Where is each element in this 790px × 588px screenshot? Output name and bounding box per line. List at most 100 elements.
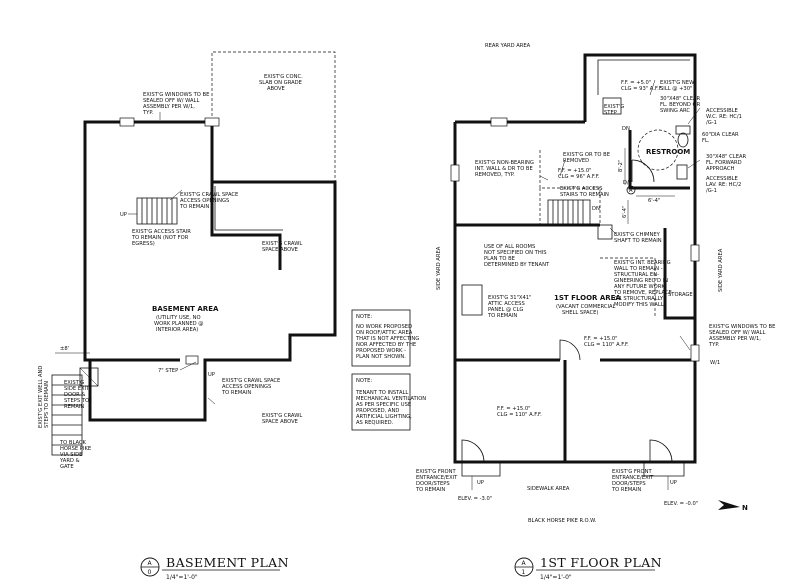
conc-slab-outline	[211, 51, 336, 182]
north-label: N	[742, 504, 748, 512]
rear-addition-wall	[583, 53, 697, 185]
ff-front: F.F. = +15.0" CLG = 110" A.F.F.	[497, 406, 542, 418]
step-note: 7" STEP	[158, 368, 178, 374]
front-steps-right	[643, 462, 685, 477]
dim-8-2: 8'-2"	[618, 160, 624, 172]
fl-label: FL.	[702, 138, 710, 144]
rooms-note: USE OF ALL ROOMS NOT SPECIFIED ON THIS P…	[484, 244, 550, 268]
access-stair-note: EXIST'G ACCESS STAIR TO REMAIN (NOT FOR …	[131, 229, 193, 247]
front-steps-left	[461, 462, 501, 477]
w1-label: W/1	[710, 360, 720, 366]
ff-rear: F.F. = +5.0" CLG = 93" A.F.F.	[621, 80, 663, 92]
basement-access-stair	[128, 197, 178, 225]
slab-note: EXIST'G CONC. SLAB ON GRADE ABOVE	[259, 74, 304, 92]
attic-note: EXIST'G 31"X41" ATTIC ACCESS PANEL @ CLG…	[487, 295, 533, 319]
side-yard-left: SIDE YARD AREA	[436, 246, 442, 290]
note-1-title: NOTE:	[356, 314, 372, 320]
elev-left: ELEV. = -3.0"	[458, 496, 492, 502]
elev-right: ELEV. = -0.0"	[664, 501, 698, 507]
row-label: BLACK HORSE PIKE R.O.W.	[528, 518, 597, 524]
removed-walls	[539, 150, 656, 318]
crawl-openings-note-bottom: EXIST'G CRAWL SPACE ACCESS OPENINGS TO R…	[221, 378, 282, 396]
int-bearing-note: EXIST'G INT. BEARING WALL TO REMAIN - ST…	[613, 260, 673, 308]
side-exit-stair	[51, 367, 99, 456]
ff-mid: F.F. = +15.0" CLG = 96" A.F.F.	[558, 168, 600, 180]
first-title-num-top: A	[522, 560, 527, 567]
window-right-2	[690, 244, 700, 262]
ff-right: F.F. = +15.0" CLG = 110" A.F.F.	[584, 336, 629, 348]
to-pike-note: TO BLACK HORSE PIKE VIA SIDE YARD & GATE	[59, 440, 93, 470]
basement-scale: 1/4"=1'-0"	[166, 574, 198, 581]
dn-label-2: DN	[592, 206, 600, 212]
notes: NOTE: NO WORK PROPOSED ON ROOF/ATTIC ARE…	[351, 309, 428, 431]
clear-floor-2: 60"DIA CLEAR	[702, 132, 739, 138]
basement-plan: EXIST'G WINDOWS TO BE SEALED OFF W/ WALL…	[38, 51, 337, 470]
first-title: 1ST FLOOR PLAN	[540, 555, 662, 570]
basement-title-block: A 0 BASEMENT PLAN 1/4"=1'-0"	[140, 555, 289, 581]
first-floor-area-title: 1ST FLOOR AREA	[554, 294, 621, 302]
dim-6-4-b: 6'-4"	[622, 206, 628, 218]
first-floor-stair	[547, 199, 591, 226]
non-bearing-note: EXIST'G NON-BEARING INT. WALL & DR TO BE…	[475, 160, 536, 178]
up-left: UP	[477, 480, 484, 486]
window-right-1	[690, 344, 700, 362]
crawl-space-wall-2	[214, 186, 283, 231]
side-yard-right: SIDE YARD AREA	[718, 248, 724, 292]
front-entrance-right: EXIST'G FRONT ENTRANCE/EXIT DOOR/STEPS T…	[611, 469, 655, 493]
or-removed-note: EXIST'G OR TO BE REMOVED	[563, 152, 612, 164]
front-door-left	[461, 439, 485, 463]
windows-note-right: EXIST'G WINDOWS TO BE SEALED OFF W/ WALL…	[708, 324, 777, 348]
first-floor-outer-wall	[453, 120, 697, 464]
basement-title: BASEMENT PLAN	[166, 555, 289, 570]
access-stairs-note: EXIST'G ACCESS STAIRS TO REMAIN	[560, 186, 609, 198]
basement-up-label: UP	[120, 212, 127, 218]
window-left-1	[450, 164, 460, 182]
crawl-above-note-1: EXIST'G CRAWL SPACE ABOVE	[262, 241, 304, 253]
note-1-text: NO WORK PROPOSED ON ROOF/ATTIC AREA THAT…	[355, 324, 421, 360]
door-swing-mid	[559, 339, 581, 361]
note-box-1	[351, 309, 411, 367]
north-arrow	[718, 500, 740, 510]
exit-well-note: EXIST'G EXIT WELL AND STEPS TO REMAIN	[38, 364, 50, 428]
crawl-openings-note-top: EXIST'G CRAWL SPACE ACCESS OPENINGS TO R…	[179, 192, 240, 210]
first-floor-area-note: (VACANT COMMERCIAL SHELL SPACE)	[556, 304, 617, 316]
note-2-title: NOTE:	[356, 378, 372, 384]
accessible-lav: ACCESSIBLE LAV. RE: HC/2 /G-1	[706, 176, 743, 194]
rear-step-note: EXIST'G STEP	[604, 104, 626, 116]
basement-area-note: (UTILITY USE, NO WORK PLANNED @ INTERIOR…	[154, 315, 205, 333]
clear-floor-1: 30"X48" CLEAR FL. BEYOND OR SWING ARC	[660, 96, 702, 114]
attic-access-panel	[461, 284, 483, 316]
d1-label: D/1	[623, 180, 632, 186]
up-right: UP	[670, 480, 677, 486]
basement-area-title: BASEMENT AREA	[152, 305, 219, 313]
sidewalk-label: SIDEWALK AREA	[527, 486, 570, 492]
storage-label: STORAGE	[668, 292, 693, 298]
restroom-label: RESTROOM	[646, 148, 690, 156]
rear-step	[602, 97, 622, 115]
first-title-num-bot: 1	[522, 569, 526, 576]
basement-title-num-bot: 0	[148, 569, 152, 576]
basement-window-3	[185, 355, 199, 365]
accessible-wc: ACCESSIBLE W.C. RE: HC/1 /G-1	[706, 108, 744, 126]
note-2-text: TENANT TO INSTALL MECHANICAL VENTILATION…	[355, 390, 428, 426]
new-sill-note: EXIST'G NEW SILL @ +30"	[660, 80, 696, 92]
side-exit-note: EXIST'G SIDE EXIT DOOR & STEPS TO REMAIN	[64, 380, 91, 410]
rear-inner-wall	[597, 59, 690, 95]
chimney-note: EXIST'G CHIMNEY SHAFT TO REMAIN	[614, 232, 662, 244]
basement-window-2	[204, 117, 220, 127]
front-entrance-left: EXIST'G FRONT ENTRANCE/EXIT DOOR/STEPS T…	[415, 469, 459, 493]
basement-dim-label: ±8'	[60, 346, 69, 352]
crawl-space-wall	[210, 182, 282, 270]
dn-label: DN	[622, 126, 630, 132]
interior-wall-restroom	[628, 130, 690, 190]
ref-circle-a	[626, 185, 636, 195]
rear-yard-label: REAR YARD AREA	[485, 43, 531, 49]
first-title-block: A 1 1ST FLOOR PLAN 1/4"=1'-0"	[514, 555, 662, 581]
crawl-above-note-2: EXIST'G CRAWL SPACE ABOVE	[262, 413, 304, 425]
basement-window-1	[119, 117, 135, 127]
dim-6-4-a: 6'-4"	[648, 198, 660, 204]
first-floor-plan: REAR YARD AREA SIDE YARD AREA SIDE YARD …	[415, 43, 777, 524]
restroom-fixtures	[631, 125, 691, 183]
clear-floor-3: 30"X48" CLEAR FL. FORWARD APPROACH	[706, 154, 748, 172]
